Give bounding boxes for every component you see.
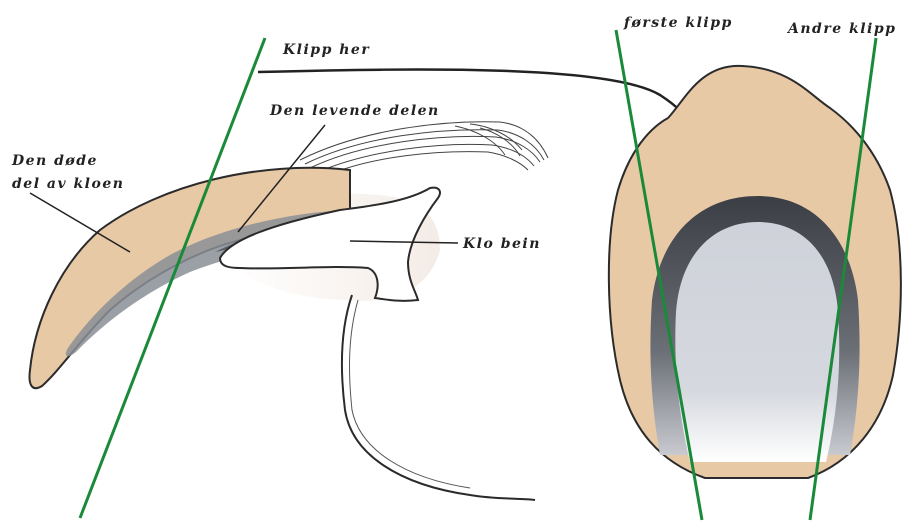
label-cut-here: Klipp her xyxy=(282,42,370,58)
toe-outline-hatch xyxy=(350,300,470,488)
cross-section-core xyxy=(675,222,839,462)
label-claw-bone: Klo bein xyxy=(462,236,541,252)
label-living-part: Den levende delen xyxy=(269,103,440,119)
label-first-cut: første klipp xyxy=(623,15,733,31)
label-second-cut: Andre klipp xyxy=(786,21,896,37)
label-dead-part-line2: del av kloen xyxy=(12,176,124,192)
label-dead-part-line1: Den døde xyxy=(11,153,98,169)
toe-outline xyxy=(342,295,535,500)
claw-cross-section xyxy=(609,30,901,520)
